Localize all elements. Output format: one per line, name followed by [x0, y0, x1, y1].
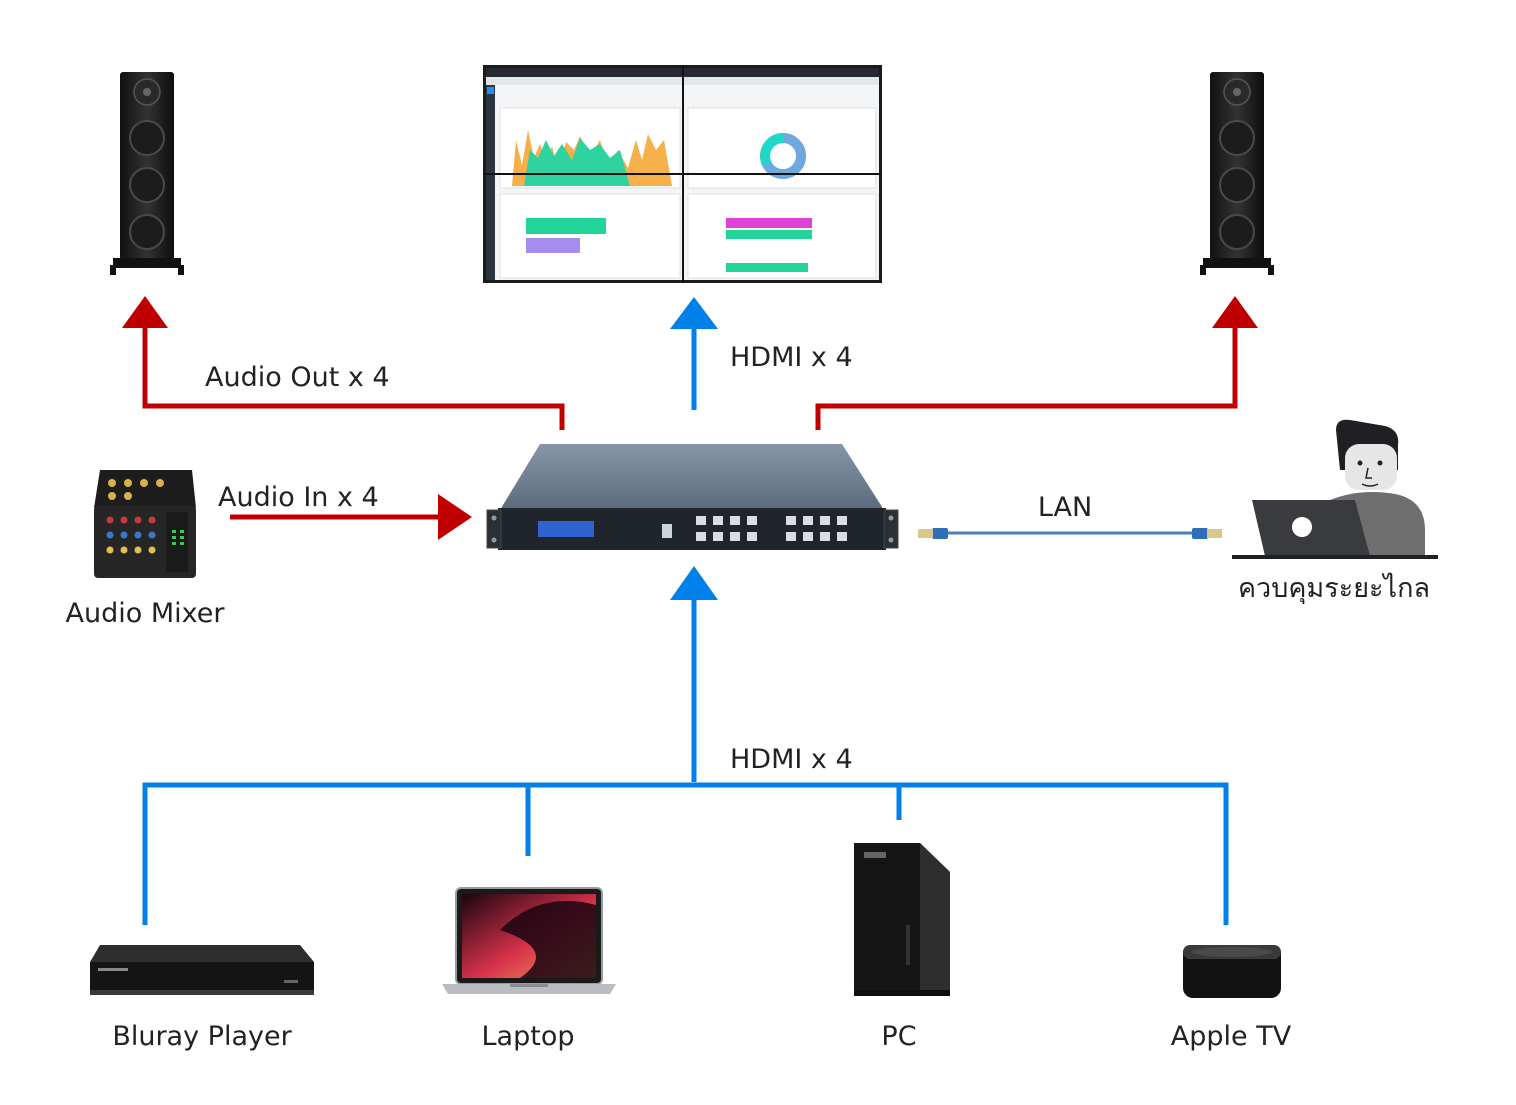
lan-cable: [918, 528, 1222, 539]
hdmi-out-line: [670, 297, 718, 410]
bluray-player-label: Bluray Player: [112, 1021, 292, 1052]
lan-label: LAN: [1037, 492, 1093, 523]
laptop-icon: [442, 887, 616, 994]
pc-label: PC: [881, 1021, 917, 1052]
floor-speaker-icon: [110, 72, 184, 275]
audio-mixer-icon: [94, 470, 196, 578]
floor-speaker-icon: [1200, 72, 1274, 275]
hdmi-in-arrowhead: [670, 566, 718, 600]
apple-tv-icon: [1183, 945, 1281, 998]
person-laptop-icon: [1232, 419, 1438, 559]
audio-out-left-arrowhead: [122, 296, 168, 328]
apple-tv-label: Apple TV: [1170, 1021, 1292, 1052]
audio-out-label: Audio Out x 4: [205, 362, 390, 393]
hdmi-matrix-switcher-icon: [486, 444, 899, 550]
audio-mixer-label: Audio Mixer: [65, 598, 225, 629]
hdmi-in-label: HDMI x 4: [730, 744, 853, 775]
audio-in-line: [230, 494, 472, 540]
desktop-pc-icon: [854, 843, 950, 996]
hdmi-out-label: HDMI x 4: [730, 342, 853, 373]
audio-in-label: Audio In x 4: [218, 482, 379, 513]
audio-out-right-arrowhead: [1212, 296, 1258, 328]
audio-out-lines: [142, 325, 1238, 430]
laptop-label: Laptop: [481, 1021, 575, 1052]
bluray-player-icon: [90, 945, 314, 995]
video-wall-monitor-icon: [483, 65, 882, 283]
hdmi-in-lines: [142, 598, 1229, 925]
remote-control-label: ควบคุมระยะไกล: [1237, 573, 1431, 604]
